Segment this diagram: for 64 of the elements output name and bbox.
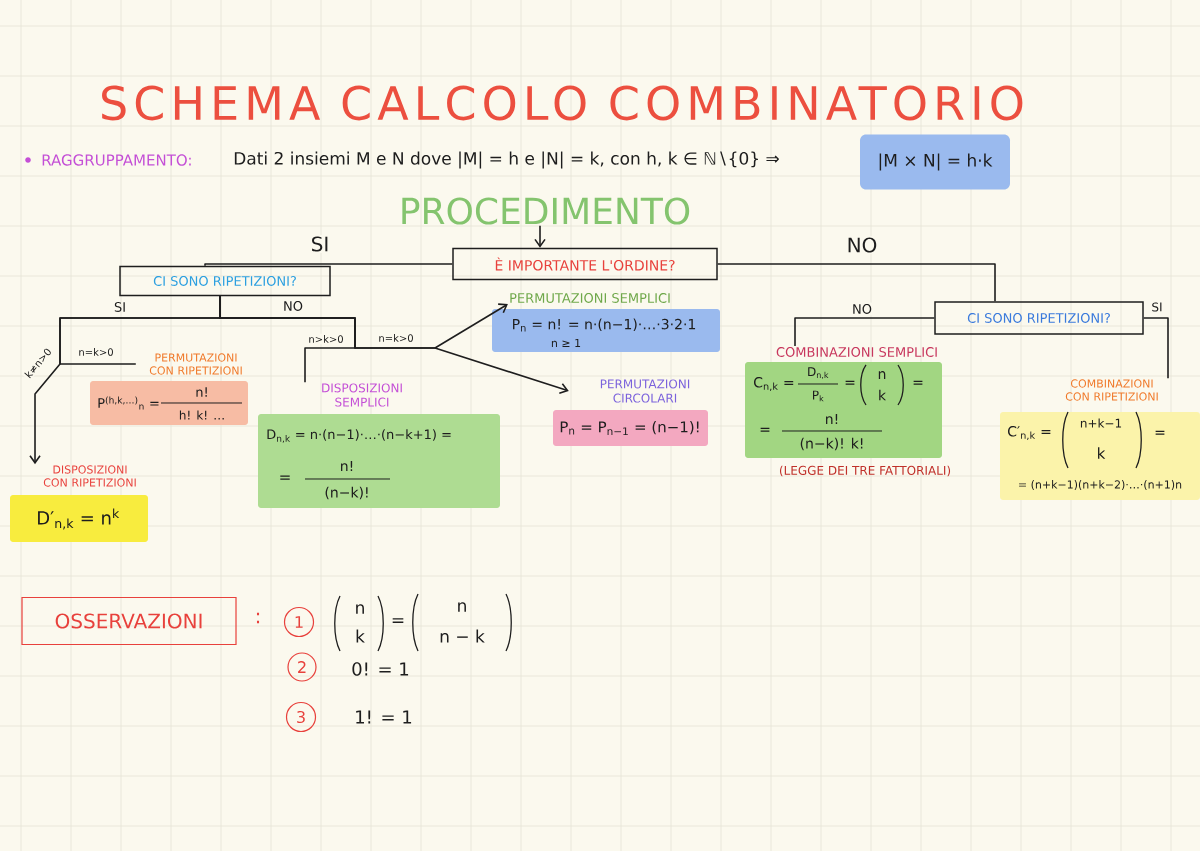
decision-box: È IMPORTANTE L'ORDINE?	[452, 247, 718, 281]
connector-line	[716, 263, 996, 303]
node-label: n!	[826, 413, 838, 425]
node-label: = (n+k−1)(n+k−2)·…·(n+1)n	[1019, 480, 1182, 490]
node-label: n	[878, 371, 886, 379]
heading: DISPOSIZIONI CON RIPETIZIONI	[43, 465, 136, 487]
title: SCHEMA CALCOLO COMBINATORIO	[102, 85, 1023, 121]
node-label: C$_{n,k}$ =	[753, 376, 794, 392]
decision-box: CI SONO RIPETIZIONI?	[934, 301, 1144, 335]
definition-text: Dati 2 insiemi M e N dove |M| = h e |N| = k, con h, k ∈ ℕ∖{0} ⇒	[234, 151, 779, 169]
formula: n k = n n − k	[334, 593, 512, 652]
formula-box: C′$_{n,k}$ = n+k−1 k = = (n+k−1)(n+k−2)·…·(n+1)n	[1000, 411, 1200, 500]
heading: PERMUTAZIONI CIRCOLARI	[600, 379, 690, 403]
edge-label: n=k>0	[376, 332, 416, 344]
formula: 0! = 1	[352, 662, 409, 676]
node-label: n	[458, 602, 466, 612]
node-label: (n−k)! k!	[800, 437, 863, 451]
formula-box: D′$_{n,k}$ = n$^{k}$	[10, 495, 148, 542]
heading: PROCEDIMENTO	[402, 197, 690, 225]
arrow	[534, 225, 546, 248]
connector-line	[794, 317, 936, 347]
heading: COMBINAZIONI SEMPLICI	[776, 347, 937, 357]
node-label: =	[845, 380, 855, 385]
edge-label: n>k>0	[306, 333, 346, 345]
colon: :	[257, 612, 260, 624]
formula-box: P$_{n}$ = n! = n·(n−1)·…·3·2·1 n ≥ 1	[492, 309, 720, 352]
heading: DISPOSIZIONI SEMPLICI	[322, 383, 402, 407]
section-label: RAGGRUPPAMENTO:	[42, 154, 191, 166]
node-label: n+k−1	[1080, 418, 1122, 428]
edge-label: SI	[1149, 300, 1165, 314]
node-label: D$_{n,k}$	[808, 367, 829, 379]
node-label: =	[760, 427, 770, 432]
branch-label: NO	[284, 301, 303, 311]
note: (LEGGE DEI TRE FATTORIALI)	[779, 465, 951, 477]
connector-line	[204, 263, 454, 267]
formula-box: P$^{(h,k,…)}$$_{n}$ = n! h! k! …	[90, 381, 248, 425]
node-label: n!	[341, 460, 353, 472]
node-label: n	[356, 604, 364, 614]
node-label: =	[392, 618, 404, 623]
node-label: =	[1155, 430, 1165, 435]
node-label: k	[356, 629, 365, 643]
connector-line	[1142, 317, 1169, 379]
formula: 1! = 1	[356, 710, 412, 724]
node-label: D$_{n,k}$ = n·(n−1)·…·(n−k+1) =	[267, 429, 451, 443]
node-label: k	[879, 389, 887, 401]
highlighted-formula: |M × N| = h·k	[860, 134, 1010, 190]
arrow	[219, 295, 569, 394]
node-label: k	[1098, 447, 1106, 459]
node-label: =	[280, 475, 290, 480]
heading: PERMUTAZIONI CON RIPETIZIONI	[149, 353, 242, 375]
decision-box: CI SONO RIPETIZIONI?	[119, 265, 331, 297]
formula-box: D$_{n,k}$ = n·(n−1)·…·(n−k+1) = = n! (n−k)!	[258, 414, 500, 508]
node-label: =	[913, 380, 923, 385]
heading-box: OSSERVAZIONI	[21, 596, 237, 646]
node-label: P$_{k}$	[813, 390, 824, 402]
formula-box: P$_{n}$ = P$_{n−1}$ = (n−1)!	[553, 410, 708, 446]
node-label: n − k	[440, 629, 485, 643]
node-label: (n−k)!	[325, 486, 368, 500]
heading: PERMUTAZIONI SEMPLICI	[510, 293, 670, 303]
node-label: C′$_{n,k}$ =	[1007, 425, 1051, 441]
edge-label: n=k>0	[76, 346, 116, 358]
branch-label: SI	[114, 302, 125, 312]
formula-box: C$_{n,k}$ = D$_{n,k}$ P$_{k}$ = n k = = n! (n−k)! k!	[745, 362, 942, 458]
heading: COMBINAZIONI CON RIPETIZIONI	[1065, 379, 1158, 401]
